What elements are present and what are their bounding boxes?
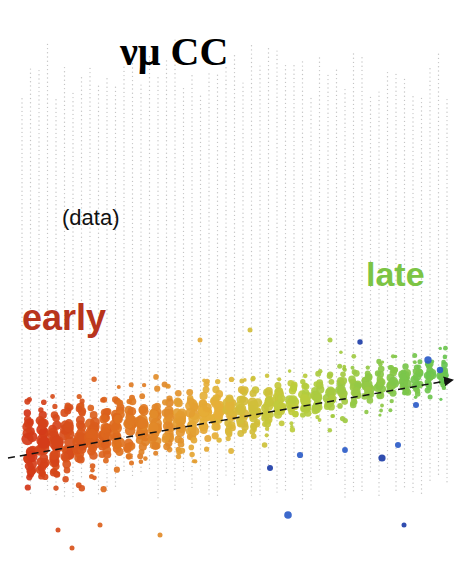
title: νμ CC <box>120 32 228 72</box>
time-label: late <box>366 257 425 291</box>
detector-cells <box>21 39 447 499</box>
time-label: early <box>22 300 106 336</box>
data-label: (data) <box>62 207 119 229</box>
detector-hits <box>21 328 448 551</box>
track-direction <box>8 380 452 458</box>
